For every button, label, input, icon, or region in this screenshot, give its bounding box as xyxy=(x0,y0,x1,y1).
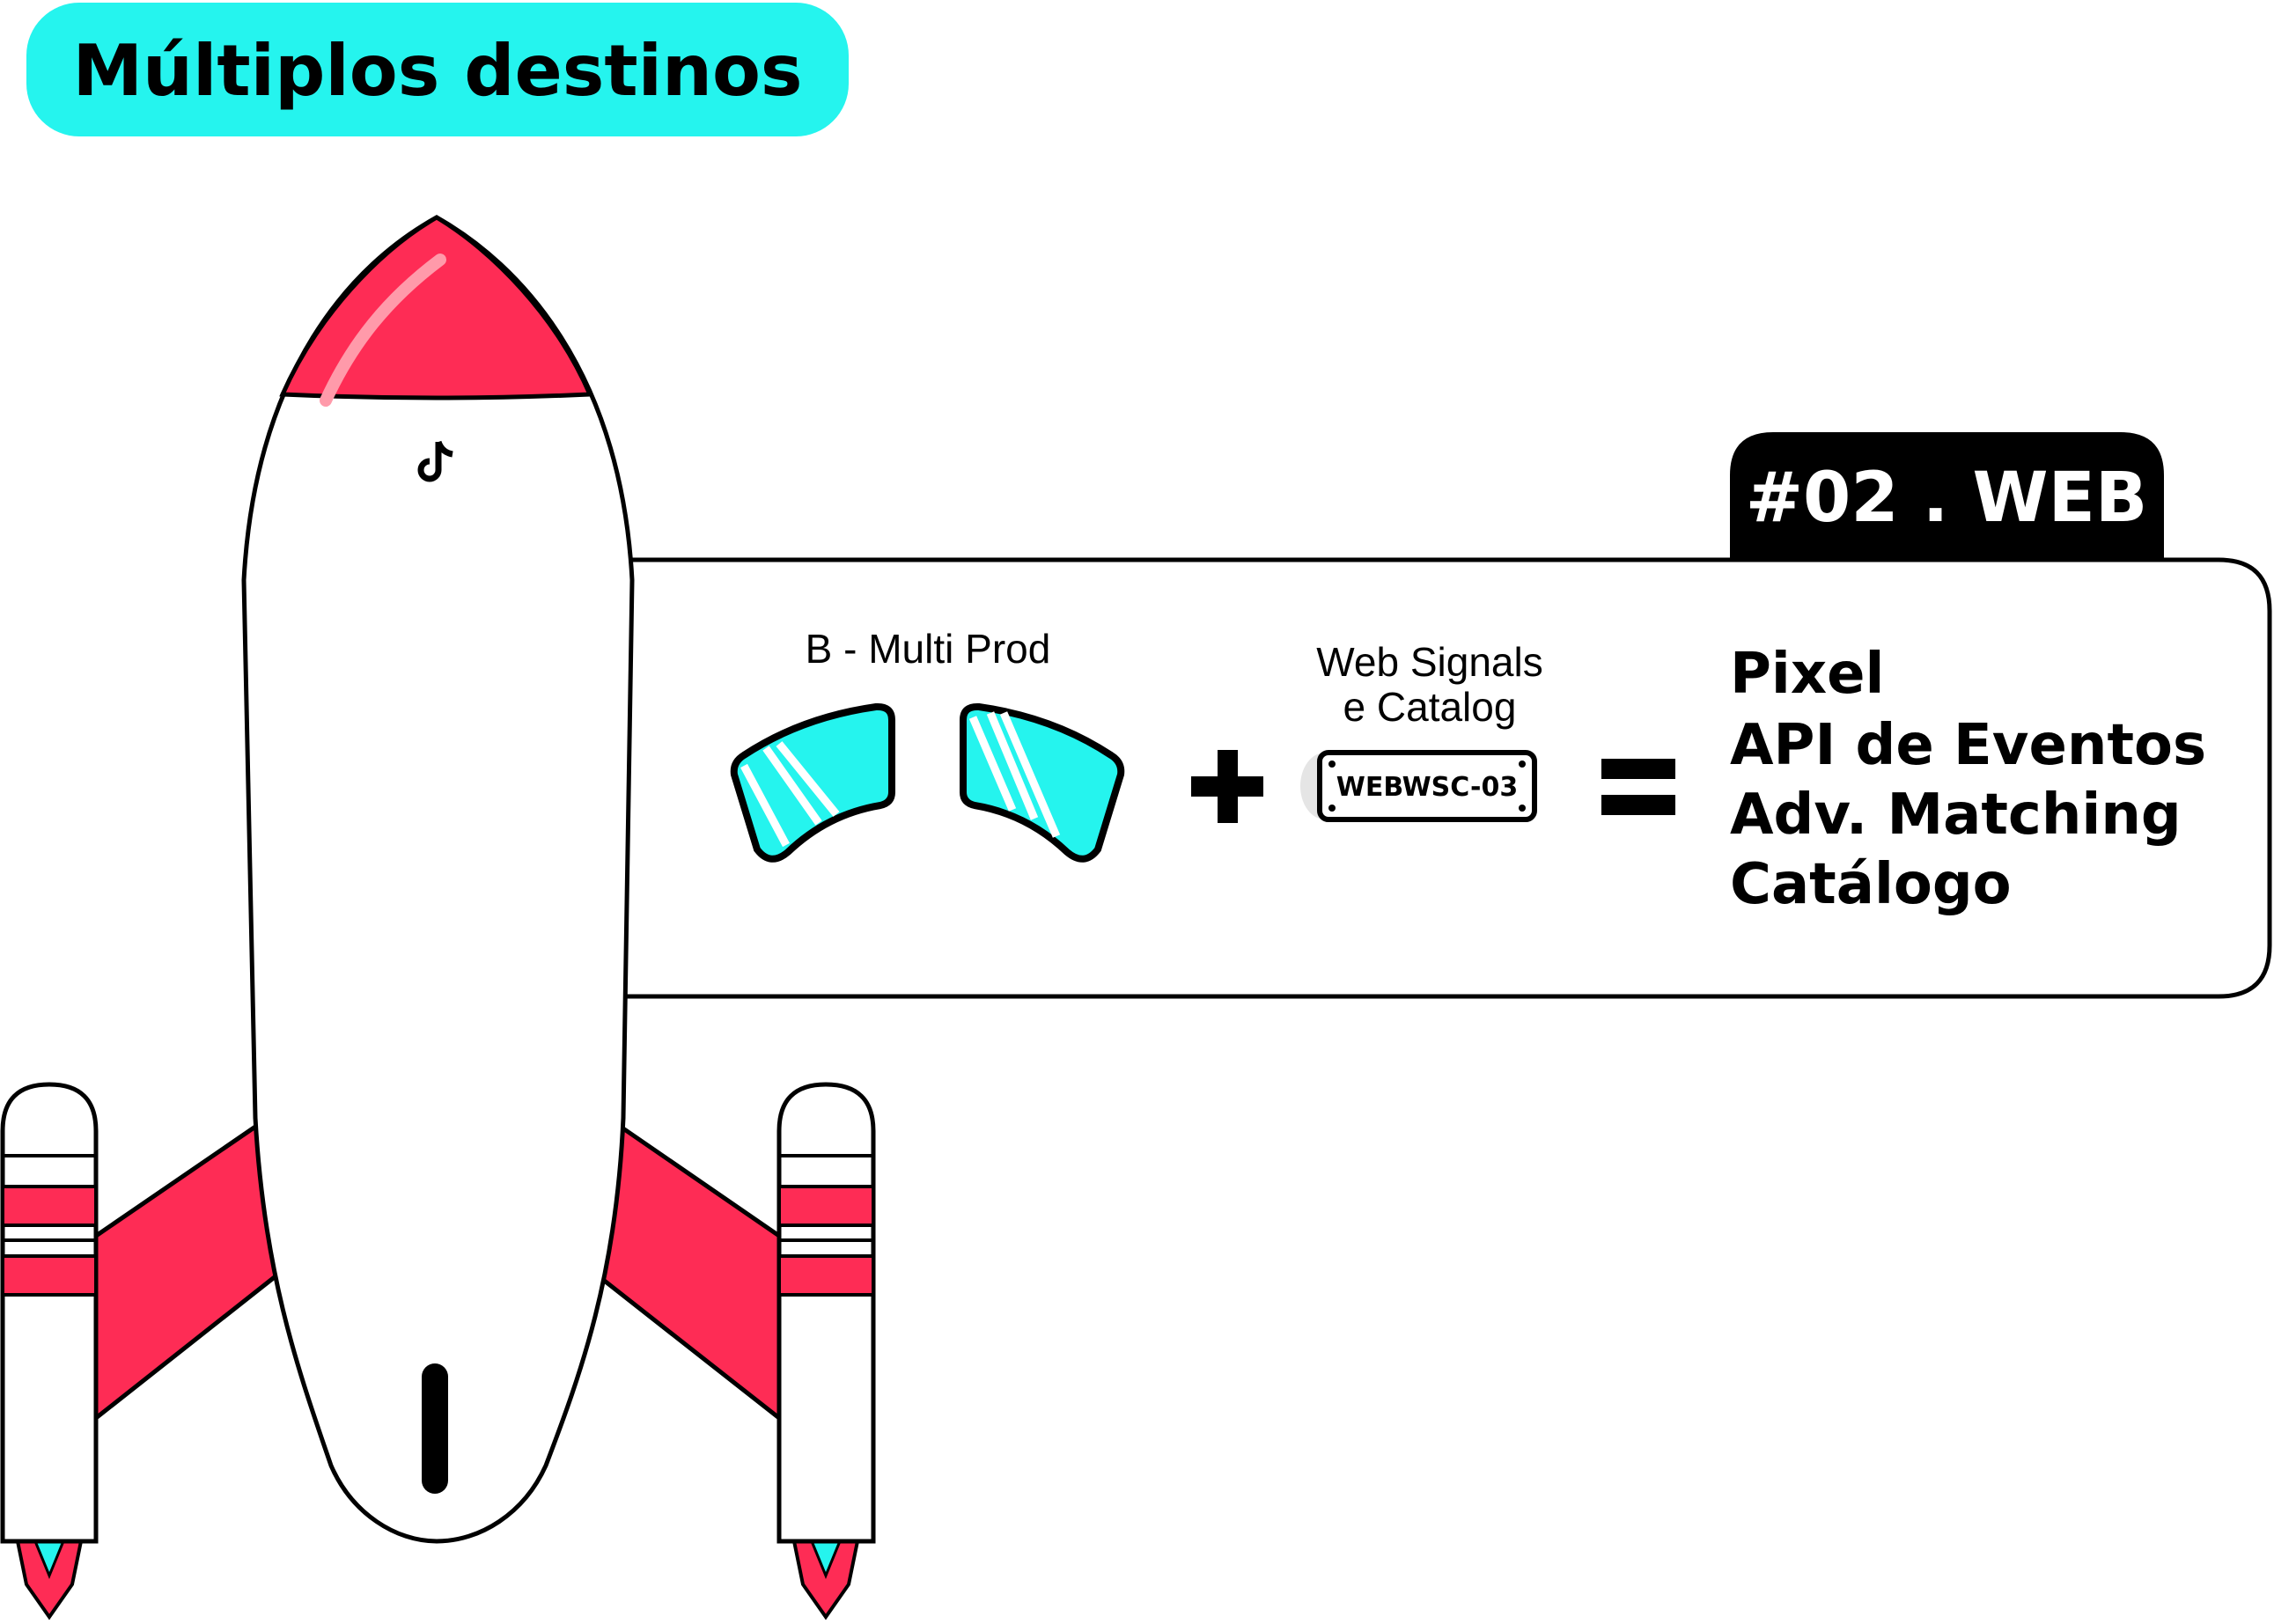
multi-prod-label: B - Multi Prod xyxy=(806,626,1051,672)
web-signals-label: Web Signals xyxy=(1316,639,1542,685)
window-right-icon xyxy=(960,702,1125,863)
result-item: Pixel xyxy=(1730,642,1884,707)
tab-web: #02 . WEB xyxy=(1730,432,2164,560)
license-plate: WEBWSC-03 xyxy=(1300,750,1537,822)
result-item: Catálogo xyxy=(1730,852,2012,917)
tiktok-logo xyxy=(417,440,453,482)
rocket xyxy=(241,215,635,1544)
plate-text: WEBWSC-03 xyxy=(1336,772,1518,803)
right-booster xyxy=(776,1082,876,1620)
results-list: Pixel API de Eventos Adv. Matching Catál… xyxy=(1730,642,2206,917)
tab-label: #02 . WEB xyxy=(1746,459,2148,538)
rocket-slot xyxy=(422,1363,448,1494)
page-title: Múltiplos destinos xyxy=(72,30,802,112)
flame-icon xyxy=(791,1539,860,1620)
title-badge: Múltiplos destinos xyxy=(26,3,849,136)
result-item: Adv. Matching xyxy=(1730,783,2182,848)
plus-icon xyxy=(1191,750,1263,823)
left-booster xyxy=(0,1082,99,1620)
result-item: API de Eventos xyxy=(1730,713,2206,778)
left-wing xyxy=(93,1121,283,1423)
window-left-icon xyxy=(730,702,895,863)
equals-icon xyxy=(1601,759,1675,815)
flame-icon xyxy=(15,1539,84,1620)
catalog-label: e Catalog xyxy=(1343,684,1517,730)
